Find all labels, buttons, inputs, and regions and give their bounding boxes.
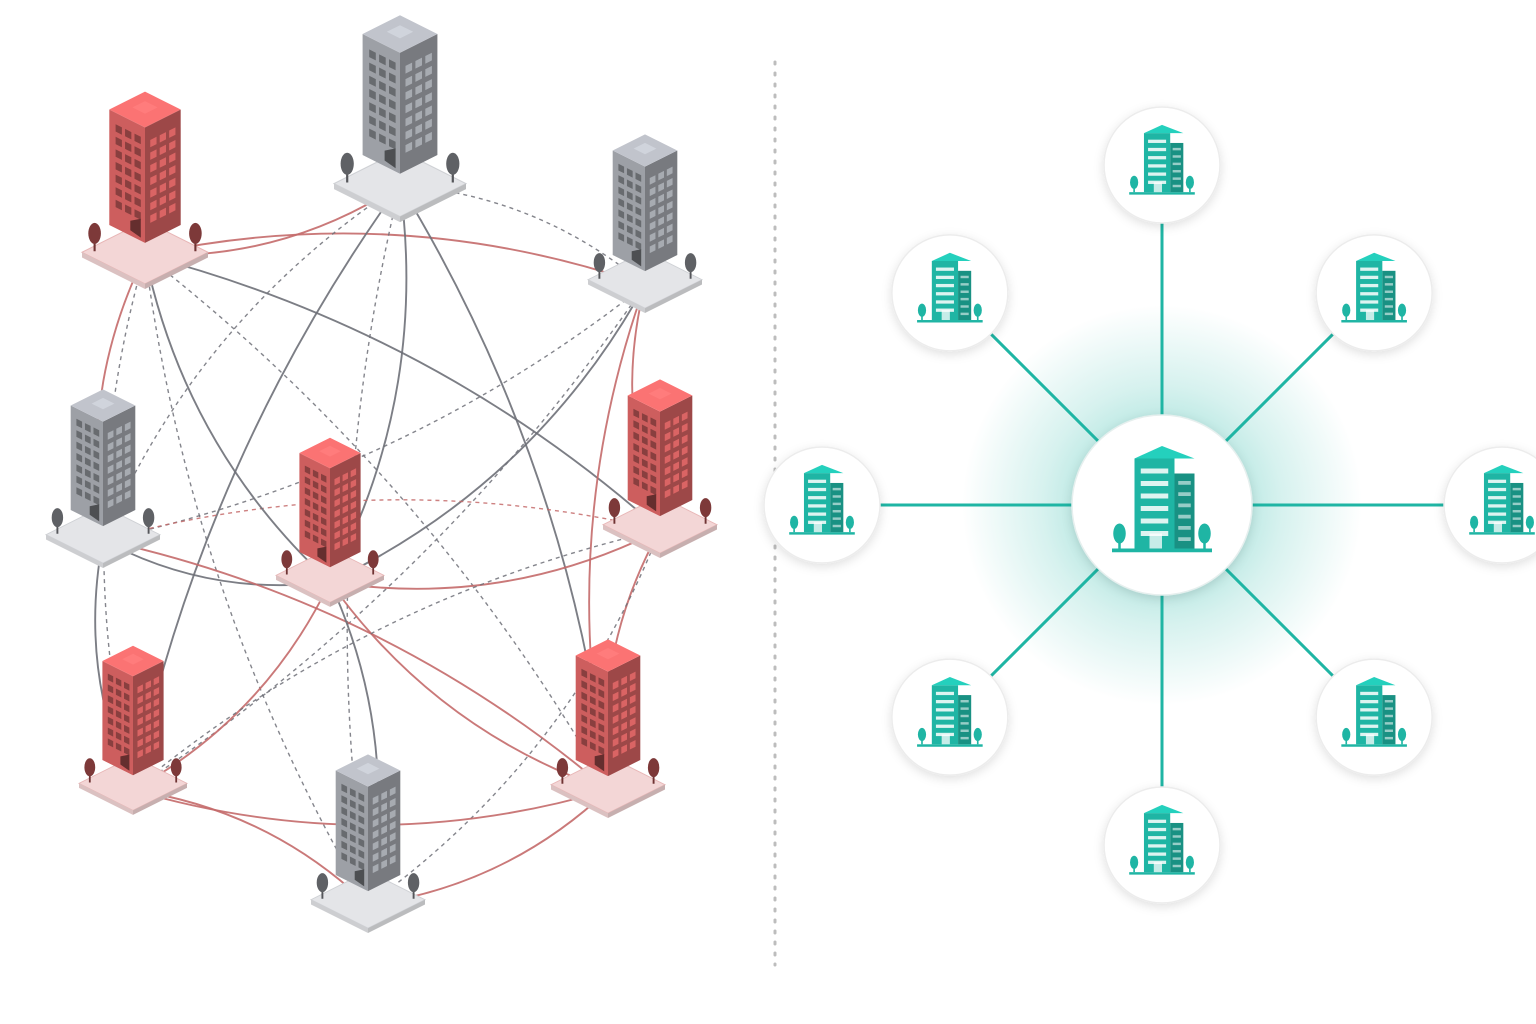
- mesh-building-n3: [586, 134, 704, 313]
- mesh-connection-line: [329, 284, 646, 583]
- mesh-connection-line: [144, 254, 661, 531]
- mesh-connection-line: [144, 254, 609, 791]
- spoke-node-s-bottom-left: [891, 658, 1009, 776]
- mesh-connection-line: [132, 789, 369, 906]
- teal-building-icon: [1341, 677, 1407, 747]
- mesh-connection-line: [144, 254, 331, 583]
- mesh-building-n1: [80, 91, 210, 290]
- spoke-node-s-top-left: [891, 234, 1009, 352]
- mesh-connection-line: [102, 284, 646, 541]
- spoke-node-s-top: [1103, 106, 1221, 224]
- mesh-building-n4: [44, 389, 162, 568]
- mesh-connection-line: [132, 529, 661, 791]
- mesh-building-n8: [549, 639, 667, 818]
- spoke-line-s-top-left: [989, 332, 1100, 443]
- mesh-connection-line: [329, 529, 661, 590]
- spoke-node-s-left: [763, 446, 881, 564]
- hub-nodes: [763, 106, 1536, 904]
- mesh-nodes: [44, 15, 719, 933]
- mesh-building-n5: [274, 437, 386, 607]
- teal-building-icon: [1129, 804, 1195, 875]
- mesh-connection-line: [102, 499, 661, 541]
- spoke-node-s-bottom-right: [1315, 658, 1433, 776]
- teal-building-icon: [1341, 252, 1407, 323]
- teal-building-icon: [789, 464, 855, 535]
- spoke-line-s-bottom-right: [1224, 567, 1335, 678]
- spoke-node-s-bottom: [1103, 786, 1221, 904]
- mesh-connection-line: [102, 184, 401, 541]
- teal-building-icon: [917, 677, 983, 747]
- teal-building-icon: [1112, 446, 1212, 553]
- teal-building-icon: [1129, 124, 1195, 195]
- mesh-connection-line: [144, 254, 369, 906]
- mesh-building-n9: [309, 754, 427, 933]
- mesh-connection-line: [132, 581, 331, 791]
- teal-building-icon: [1469, 464, 1535, 535]
- teal-building-icon: [917, 252, 983, 323]
- mesh-connection-line: [144, 232, 646, 286]
- spoke-node-s-top-right: [1315, 234, 1433, 352]
- mesh-connection-line: [367, 529, 661, 906]
- spoke-line-s-top-right: [1224, 332, 1335, 443]
- mesh-building-n6: [601, 379, 719, 558]
- spoke-line-s-bottom-left: [989, 567, 1100, 678]
- hub-node: [1071, 414, 1253, 596]
- spoke-node-s-right: [1443, 446, 1536, 564]
- mesh-connection-line: [367, 789, 609, 906]
- mesh-building-n7: [77, 645, 189, 815]
- mesh-building-n2: [332, 15, 468, 223]
- mesh-connection-line: [132, 284, 646, 791]
